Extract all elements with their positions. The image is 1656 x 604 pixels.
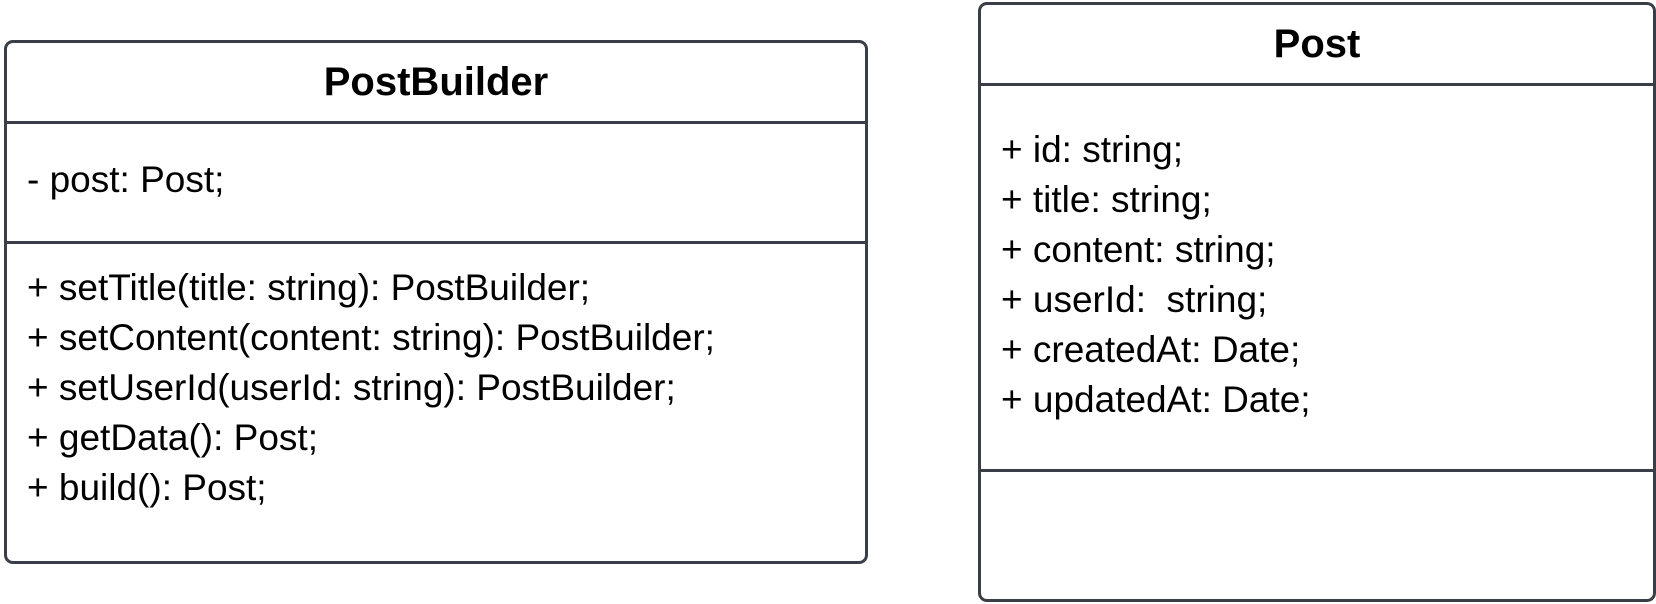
operation-setuserid: + setUserId(userId: string): PostBuilder… [27,367,676,408]
operation-settitle: + setTitle(title: string): PostBuilder; [27,267,591,308]
operation-build: + build(): Post; [27,467,267,508]
class-name: Post [981,5,1653,86]
attributes-section: - post: Post; [7,124,865,244]
operations-section: + setTitle(title: string): PostBuilder; … [7,244,865,513]
operations-section-empty [981,472,1653,598]
operation-setcontent: + setContent(content: string): PostBuild… [27,317,715,358]
class-box-postbuilder[interactable]: PostBuilder - post: Post; + setTitle(tit… [4,40,868,564]
attribute-createdat: + createdAt: Date; [1001,329,1301,370]
attribute-content: + content: string; [1001,229,1276,270]
attribute-updatedat: + updatedAt: Date; [1001,379,1311,420]
class-name: PostBuilder [7,43,865,124]
attribute-userid: + userId: string; [1001,279,1268,320]
operation-getdata: + getData(): Post; [27,417,318,458]
class-box-post[interactable]: Post + id: string; + title: string; + co… [978,2,1656,602]
attribute-title: + title: string; [1001,179,1212,220]
attribute-id: + id: string; [1001,129,1184,170]
attributes-section: + id: string; + title: string; + content… [981,86,1653,472]
attribute-post: - post: Post; [27,159,225,200]
